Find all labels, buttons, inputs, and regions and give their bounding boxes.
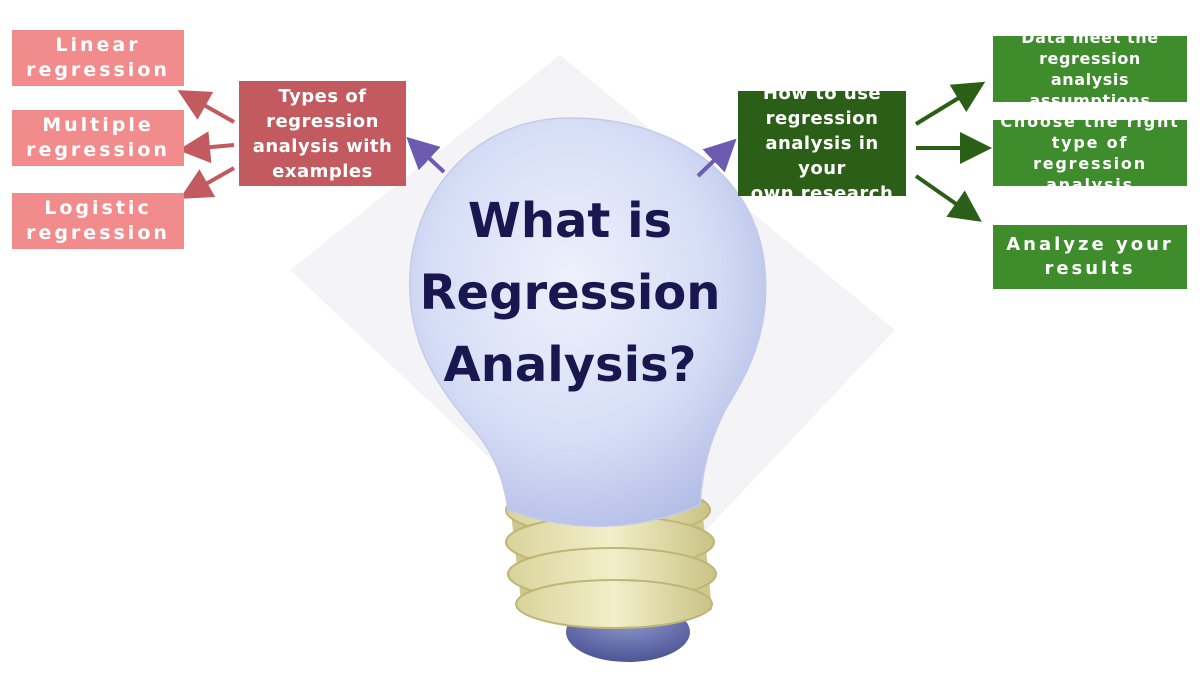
type-box-multiple: Multiple regression bbox=[12, 110, 184, 166]
types-hub-box: Types of regression analysis with exampl… bbox=[239, 81, 406, 186]
arrow-icon bbox=[179, 166, 235, 199]
diagram-title: What is Regression Analysis? bbox=[419, 193, 721, 393]
arrow-icon bbox=[914, 81, 986, 126]
step-box-assumptions: Data meet the regression analysis assump… bbox=[993, 28, 1187, 110]
types-hub-label: Types of regression analysis with exampl… bbox=[252, 85, 393, 182]
step-box-choose-type: Choose the right type of regression anal… bbox=[993, 112, 1187, 194]
arrow-icon bbox=[696, 138, 737, 178]
type-box-label: Logistic regression bbox=[26, 197, 170, 244]
step-box-analyze: Analyze your results bbox=[993, 225, 1187, 289]
usage-hub-label: How to use regression analysis in your o… bbox=[750, 83, 894, 204]
bulb-glass bbox=[409, 117, 767, 528]
type-box-linear: Linear regression bbox=[12, 30, 184, 86]
arrow-icon bbox=[406, 136, 446, 174]
type-box-logistic: Logistic regression bbox=[12, 193, 184, 249]
type-box-label: Linear regression bbox=[26, 34, 170, 81]
arrow-icon bbox=[914, 174, 982, 222]
step-box-label: Analyze your results bbox=[1006, 234, 1174, 279]
usage-hub-box: How to use regression analysis in your o… bbox=[738, 83, 906, 204]
type-box-label: Multiple regression bbox=[26, 114, 170, 161]
arrow-icon bbox=[177, 90, 235, 124]
step-box-label: Choose the right type of regression anal… bbox=[1000, 112, 1180, 194]
arrow-icon bbox=[178, 131, 235, 164]
step-box-label: Data meet the regression analysis assump… bbox=[1021, 28, 1159, 110]
